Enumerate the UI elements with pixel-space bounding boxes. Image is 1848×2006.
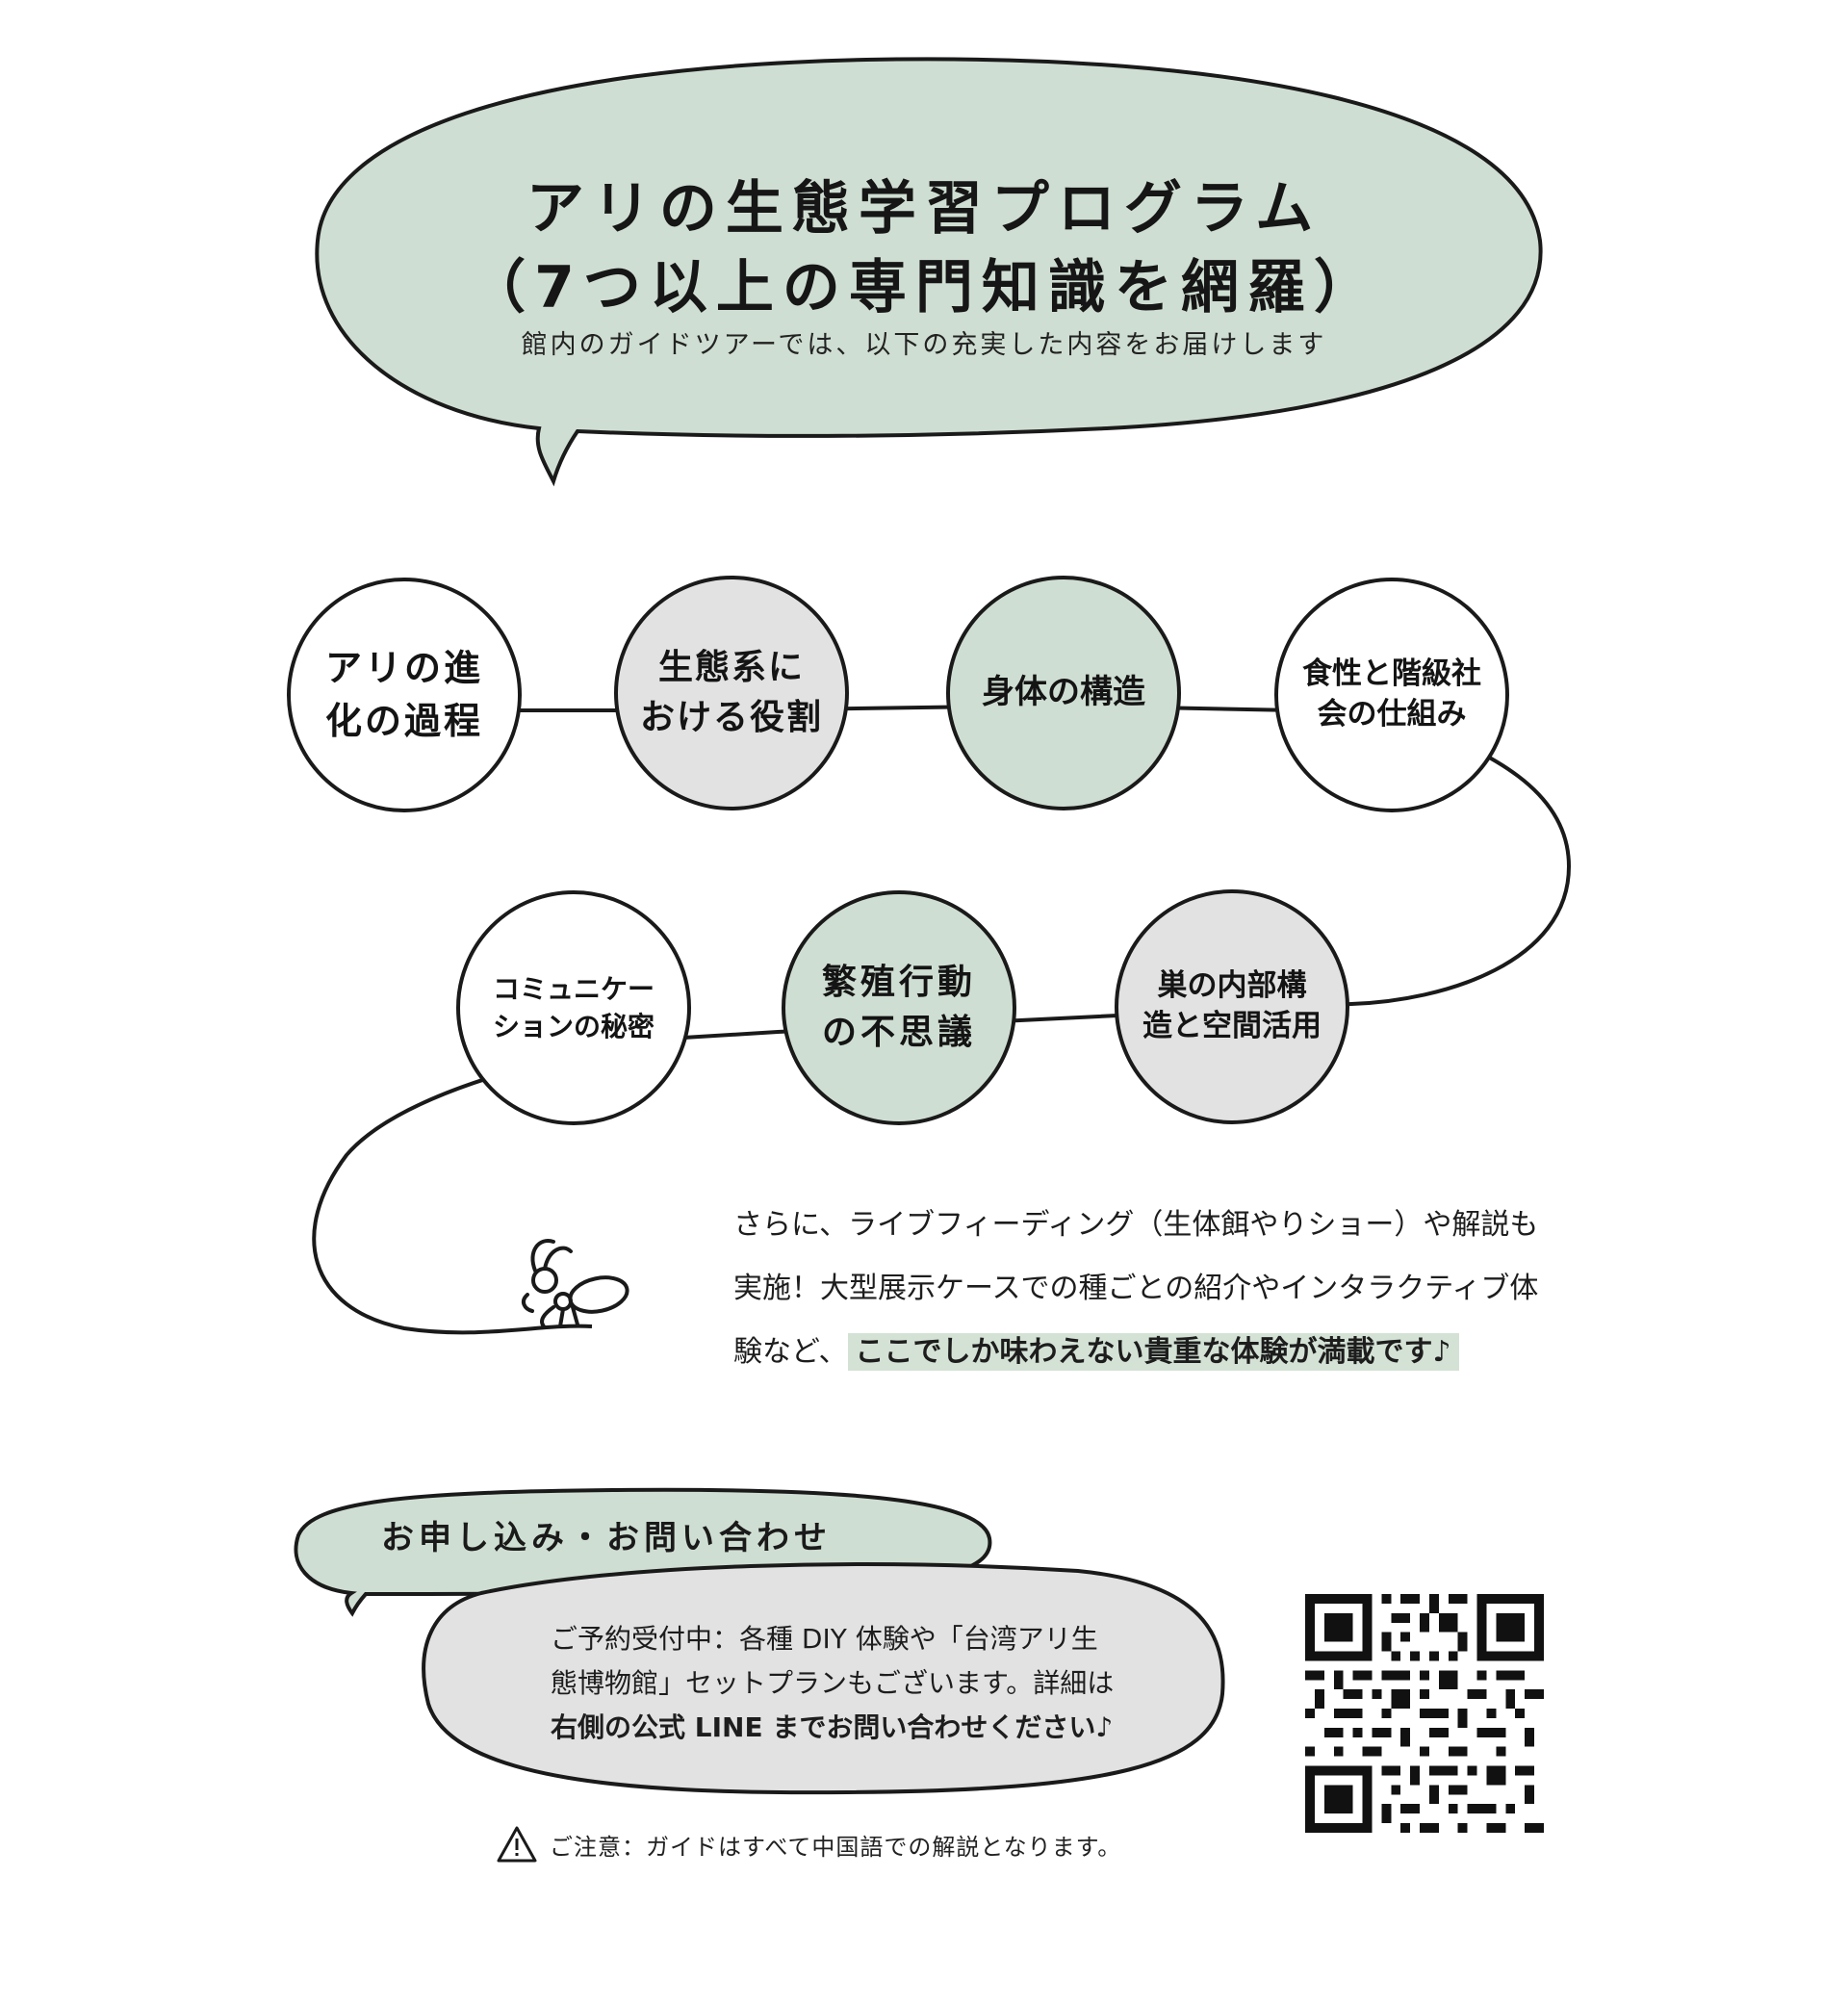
contact-body: ご予約受付中：各種 DIY 体験や「台湾アリ生 態博物館」セットプランもございま… [551, 1617, 1147, 1750]
topic-label-7: コミュニケーションの秘密 [492, 972, 654, 1042]
topic-label-2: 生態系における役割 [639, 647, 823, 737]
ant-illustration [521, 1239, 629, 1328]
topic-circle-3 [946, 576, 1181, 810]
contact-title: お申し込み・お問い合わせ [381, 1519, 832, 1557]
page-title: アリの生態学習プログラム [526, 175, 1322, 243]
topic-circle-2 [614, 576, 849, 810]
topic-label-4: 食性と階級社会の仕組み [1302, 656, 1481, 732]
warning-icon [497, 1826, 537, 1863]
topic-circle-7 [456, 890, 691, 1125]
note-text: ご注意：ガイドはすべて中国語での解説となります。 [550, 1833, 1122, 1861]
topic-label-6: 繁殖行動の不思議 [821, 962, 976, 1052]
contact-line-1: ご予約受付中：各種 DIY 体験や「台湾アリ生 [551, 1623, 1098, 1655]
description-paragraph: さらに、ライブフィーディング（生体餌やりショー）や解説も 実施！大型展示ケースで… [733, 1194, 1561, 1384]
note: ご注意：ガイドはすべて中国語での解説となります。 [496, 1825, 1121, 1864]
topic-circle-4 [1274, 578, 1509, 812]
topic-circle-5 [1115, 889, 1349, 1124]
topic-label-5: 巣の内部構造と空間活用 [1142, 968, 1322, 1043]
topic-label-1: アリの進化の過程 [324, 646, 483, 742]
contact-line-2: 態博物館」セットプランもございます。詳細は [551, 1667, 1115, 1699]
header-speech-bubble [315, 57, 1543, 487]
contact-body-bubble [422, 1562, 1225, 1795]
description-line-3: 験など、ここでしか味わえない貴重な体験が満載です♪ [733, 1321, 1561, 1384]
page-title-sub: （7つ以上の専門知識を網羅） [468, 254, 1380, 321]
description-line-1: さらに、ライブフィーディング（生体餌やりショー）や解説も [733, 1208, 1539, 1242]
qr-code-icon[interactable] [1305, 1594, 1544, 1833]
contact-line-3: 右側の公式 LINE までお問い合わせください♪ [551, 1711, 1114, 1743]
topic-label-3: 身体の構造 [982, 673, 1145, 712]
description-line-2: 実施！大型展示ケースでの種ごとの紹介やインタラクティブ体 [733, 1272, 1539, 1305]
topic-circle-6 [782, 890, 1016, 1125]
page-subtitle: 館内のガイドツアーでは、以下の充実した内容をお届けします [521, 330, 1327, 360]
topic-circle-1 [287, 578, 522, 812]
description-highlight: ここでしか味わえない貴重な体験が満載です♪ [847, 1333, 1459, 1371]
